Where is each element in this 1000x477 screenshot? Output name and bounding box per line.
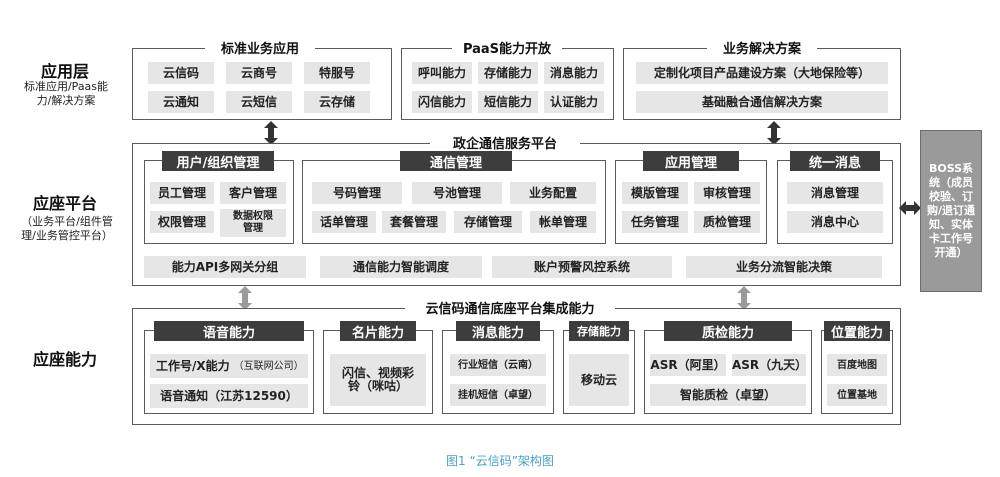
card-item: 闪信、视频彩铃（咪咕） (330, 354, 426, 406)
figure-caption: 图1 “云信码”架构图 (446, 454, 554, 468)
app-item: 云短信 (226, 91, 292, 113)
platform-bar-item: 通信能力智能调度 (320, 256, 482, 278)
storage-item: 移动云 (569, 354, 629, 406)
app-item: 云商号 (226, 62, 292, 84)
comm-mgmt-item: 号码管理 (312, 182, 402, 204)
user-mgmt-item: 数据权限管理 (220, 209, 286, 237)
app-mgmt-header: 应用管理 (643, 151, 739, 171)
user-mgmt-item: 权限管理 (150, 211, 214, 233)
voice-item-note: （互联网公司） (233, 360, 304, 372)
paas-title: PaaS能力开放 (452, 38, 562, 57)
msg-ability-item: 挂机短信（卓望） (450, 384, 546, 406)
app-mgmt-item: 审核管理 (694, 182, 760, 204)
msg-ability-header: 消息能力 (456, 321, 540, 341)
app-item: 云通知 (148, 91, 214, 113)
app-item: 云存储 (304, 91, 370, 113)
voice-item: 工作号/X能力 （互联网公司） (150, 354, 308, 378)
double-arrow-icon (737, 286, 751, 310)
comm-mgmt-item: 存储管理 (454, 211, 522, 233)
layer-ability-title: 应座能力 (32, 350, 97, 369)
layer-platform-subtitle: （业务平台/组件管理/业务管控平台） (21, 215, 113, 242)
platform-bar-item: 业务分流智能决策 (686, 256, 882, 278)
location-header: 位置能力 (824, 321, 890, 341)
comm-mgmt-item: 话单管理 (312, 211, 376, 233)
standard-apps-title: 标准业务应用 (205, 38, 315, 57)
ability-title: 云信码通信底座平台集成能力 (405, 298, 615, 317)
app-mgmt-item: 质检管理 (694, 211, 760, 233)
msg-ability-item: 行业短信（云南） (450, 354, 546, 376)
message-header: 统一消息 (790, 151, 880, 171)
comm-mgmt-item: 帐单管理 (530, 211, 596, 233)
comm-mgmt-item: 号池管理 (412, 182, 502, 204)
message-item: 消息管理 (787, 182, 883, 204)
double-arrow-horizontal-icon (899, 201, 921, 215)
platform-bar-item: 能力API多网关分组 (144, 256, 306, 278)
user-mgmt-item: 员工管理 (150, 182, 214, 204)
storage-header: 存储能力 (569, 321, 629, 341)
app-item: 特服号 (304, 62, 370, 84)
boss-system-box: BOSS系统（成员校验、订购/退订通知、实体卡工作号开通） (920, 130, 982, 292)
location-item: 位置基地 (827, 384, 887, 406)
user-mgmt-item: 客户管理 (220, 182, 286, 204)
comm-mgmt-header: 通信管理 (400, 151, 512, 171)
comm-mgmt-item: 套餐管理 (382, 211, 446, 233)
voice-item: 语音通知（江苏12590） (150, 384, 308, 408)
paas-item: 认证能力 (544, 91, 604, 113)
solutions-title: 业务解决方案 (707, 38, 817, 57)
app-mgmt-item: 任务管理 (622, 211, 688, 233)
solution-item: 定制化项目产品建设方案（大地保险等） (636, 62, 888, 84)
paas-item: 呼叫能力 (412, 62, 472, 84)
qc-header: 质检能力 (664, 321, 792, 341)
qc-item: ASR（阿里） (650, 354, 726, 376)
comm-mgmt-item: 业务配置 (510, 182, 596, 204)
location-item: 百度地图 (827, 354, 887, 376)
user-mgmt-header: 用户/组织管理 (162, 151, 274, 171)
double-arrow-icon (264, 121, 278, 145)
message-item: 消息中心 (787, 211, 883, 233)
card-header: 名片能力 (340, 321, 416, 341)
qc-item: ASR（九天） (732, 354, 807, 376)
layer-app-subtitle: 标准应用/Paas能力/解决方案 (23, 80, 109, 107)
platform-title: 政企通信服务平台 (430, 133, 580, 152)
platform-bar-item: 账户预警风控系统 (492, 256, 672, 278)
double-arrow-icon (767, 121, 781, 145)
solution-item: 基础融合通信解决方案 (636, 91, 888, 113)
paas-item: 短信能力 (478, 91, 538, 113)
layer-platform-title: 应座平台 (32, 194, 97, 213)
voice-header: 语音能力 (154, 321, 304, 341)
qc-item: 智能质检（卓望） (650, 384, 806, 406)
voice-item-label: 工作号/X能力 (156, 358, 230, 373)
app-item: 云信码 (148, 62, 214, 84)
paas-item: 消息能力 (544, 62, 604, 84)
layer-app-title: 应用层 (40, 62, 89, 81)
app-mgmt-item: 模版管理 (622, 182, 688, 204)
paas-item: 存储能力 (478, 62, 538, 84)
double-arrow-icon (238, 286, 252, 310)
paas-item: 闪信能力 (412, 91, 472, 113)
